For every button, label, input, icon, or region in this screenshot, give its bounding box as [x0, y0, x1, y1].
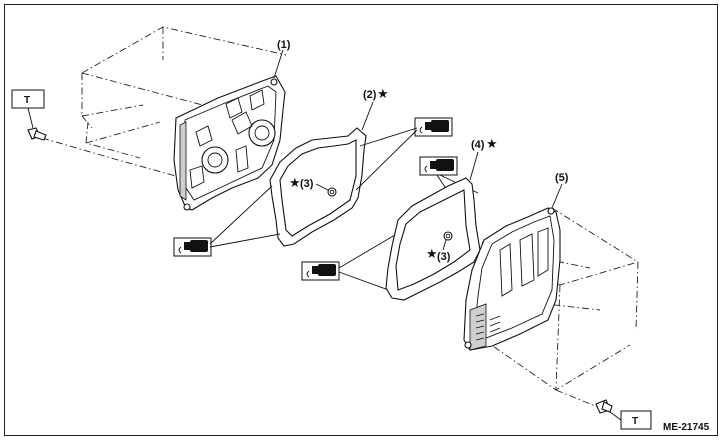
label-part-3a: (3)	[300, 178, 314, 190]
star-part-4: ★	[486, 137, 498, 152]
torque-label-right: T	[632, 416, 638, 427]
leader-sealant-a	[359, 127, 418, 147]
torque-box-left: T	[11, 89, 45, 129]
gasket-part-4	[385, 177, 481, 301]
camshaft-housing-part-1	[173, 75, 286, 211]
right-bolt-axis	[555, 389, 601, 409]
leader-sealant-d	[209, 233, 281, 248]
label-part-5: (5)	[555, 172, 569, 184]
sealant-tube-icon	[301, 261, 340, 281]
star-part-3b: ★	[426, 247, 438, 262]
left-bolt-axis	[41, 137, 184, 179]
figure-code: ME-21745	[663, 422, 710, 433]
bolt-icon-right	[595, 399, 613, 414]
torque-label-left: T	[24, 95, 30, 106]
label-part-3b: (3)	[437, 251, 451, 263]
label-part-2: (2)	[363, 89, 377, 101]
leader-part-4	[469, 151, 479, 181]
bolt-icon-left	[27, 127, 47, 141]
leader-sealant-g	[338, 231, 401, 269]
label-part-4: (4)	[471, 139, 485, 151]
torque-box-right: T	[609, 410, 652, 430]
gasket-part-2	[269, 127, 367, 247]
leader-sealant-b	[355, 129, 418, 191]
leader-part-1	[273, 49, 284, 79]
leader-sealant-h	[338, 271, 395, 293]
sealant-tube-icon	[414, 117, 453, 137]
sealant-tube-icon	[419, 156, 458, 176]
label-part-1: (1)	[277, 39, 291, 51]
sealant-tube-icon	[173, 237, 212, 257]
cam-housing-part-5	[463, 207, 561, 351]
leader-part-3a	[315, 183, 329, 191]
star-part-2: ★	[377, 87, 389, 102]
star-part-3a: ★	[289, 176, 301, 191]
diagram-frame	[4, 4, 718, 436]
leader-part-3b	[442, 239, 447, 251]
leader-part-5	[551, 183, 563, 209]
leader-sealant-c	[209, 185, 273, 245]
leader-part-2	[361, 101, 374, 131]
